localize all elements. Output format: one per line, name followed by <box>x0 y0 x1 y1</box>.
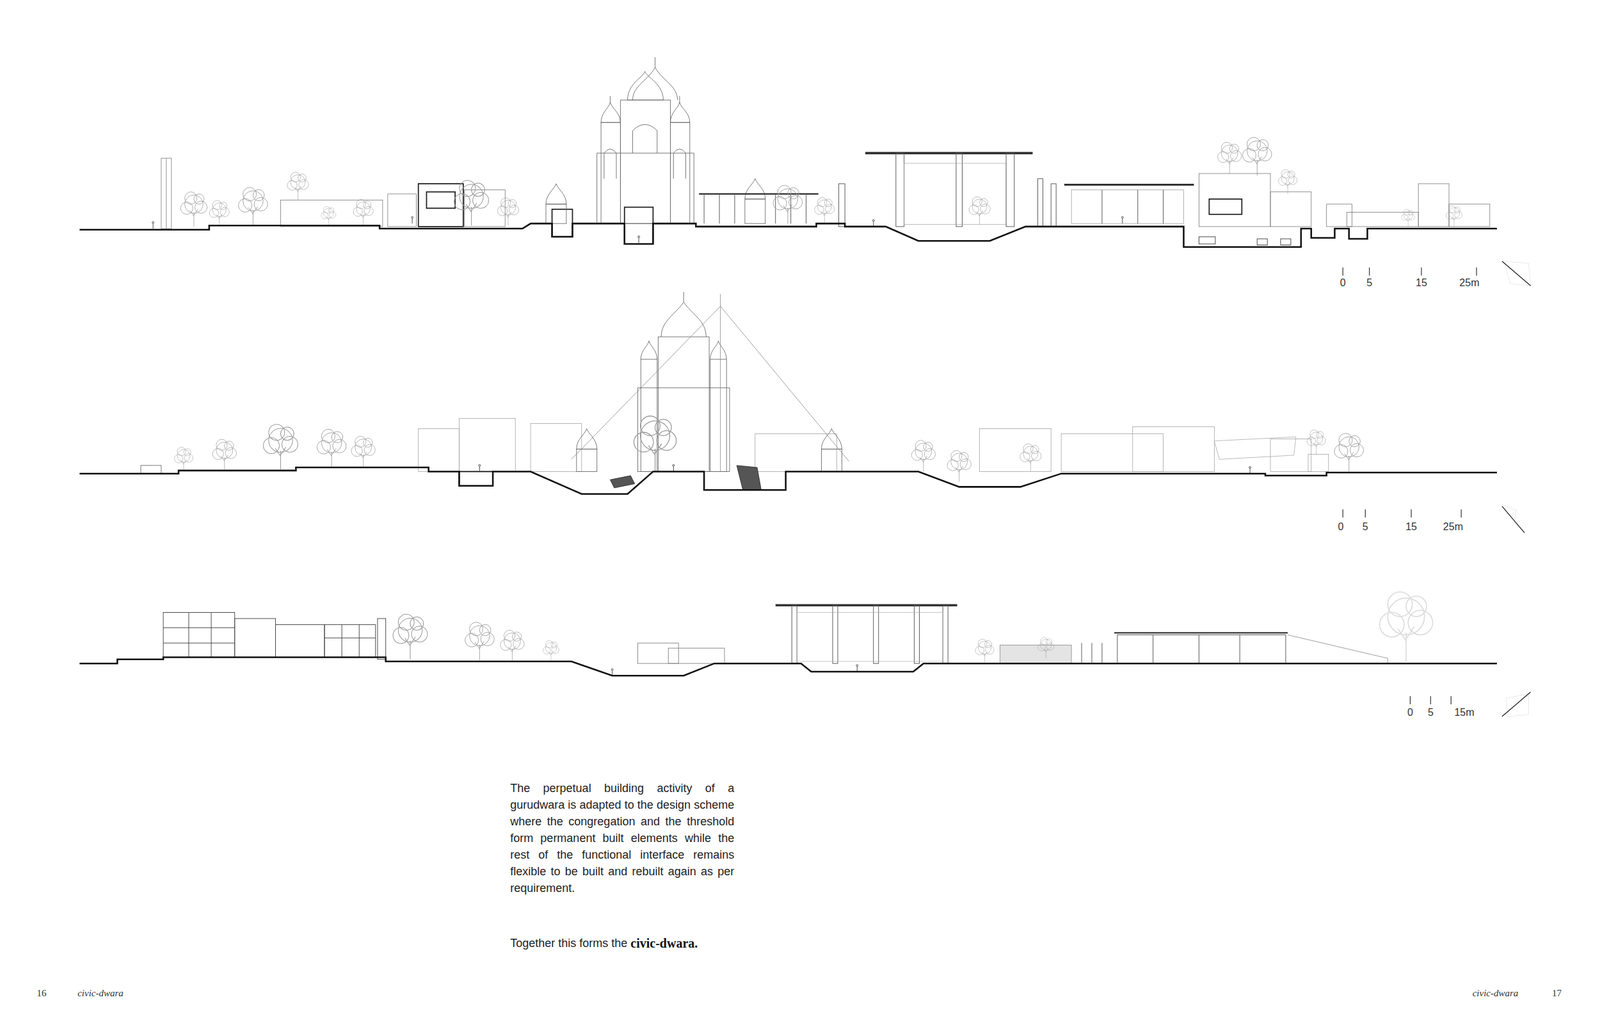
scale-label: 15 <box>1415 277 1428 289</box>
section-one <box>79 56 1531 286</box>
section-two <box>79 291 1525 533</box>
scale-label: 15m <box>1454 706 1474 719</box>
scale-label: 15 <box>1405 520 1417 533</box>
body-text: Together this forms the <box>510 934 628 952</box>
scale-label: 5 <box>1366 277 1373 289</box>
project-name: civic-dwara. <box>630 934 698 952</box>
running-title: civic-dwara <box>1472 987 1519 999</box>
body-text: The perpetual building activity of a gur… <box>510 779 735 896</box>
scale-label: 0 <box>1407 706 1414 719</box>
scale-label: 0 <box>1338 520 1344 533</box>
scale-label: 5 <box>1427 706 1434 719</box>
page-number: 16 <box>36 987 47 999</box>
page-number: 17 <box>1552 987 1562 999</box>
section-three <box>79 592 1531 717</box>
scale-label: 25m <box>1459 277 1480 289</box>
scale-label: 25m <box>1443 520 1464 533</box>
key-plan <box>1502 261 1531 286</box>
scale-label: 0 <box>1340 277 1346 289</box>
key-plan <box>1502 503 1525 533</box>
scale-label: 5 <box>1362 520 1369 533</box>
running-title: civic-dwara <box>77 987 124 999</box>
key-plan <box>1502 691 1531 717</box>
